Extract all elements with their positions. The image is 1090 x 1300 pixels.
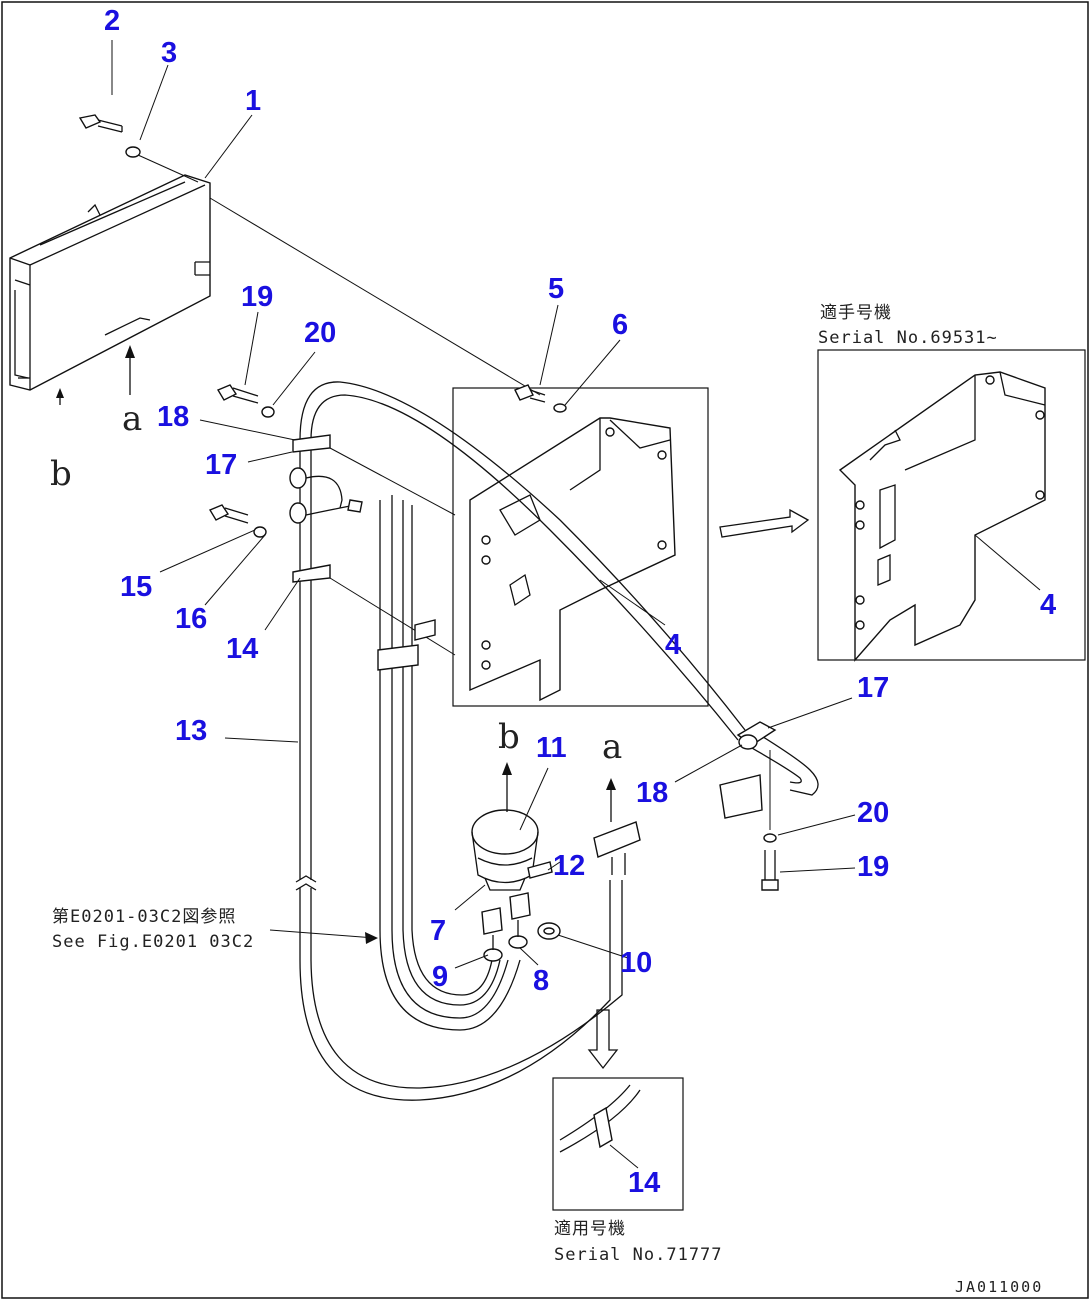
connector-right xyxy=(719,774,763,819)
sensor-assembly-11 xyxy=(471,809,553,891)
callout-5: 5 xyxy=(548,273,564,305)
view-letter-b-top: b xyxy=(50,454,72,494)
callout-3: 3 xyxy=(161,37,177,69)
see-fig-arrowhead xyxy=(365,932,378,944)
washer-3 xyxy=(125,146,141,158)
view-letter-a-top: a xyxy=(122,399,142,439)
callout-11: 11 xyxy=(536,732,567,764)
clamp-14 xyxy=(292,564,456,656)
callout-16: 16 xyxy=(175,603,207,635)
washer-6 xyxy=(553,403,567,413)
bolt-19-upper xyxy=(216,384,259,404)
washer-16 xyxy=(253,526,267,538)
drawing-number: JA011000 xyxy=(955,1278,1043,1296)
connector-neck xyxy=(611,853,626,875)
callout-17-right: 17 xyxy=(857,672,889,704)
callout-4-detail: 4 xyxy=(1040,589,1056,621)
callout-18-upper: 18 xyxy=(157,401,189,433)
callout-4-main: 4 xyxy=(665,629,681,661)
connector-8 xyxy=(508,892,531,949)
callout-15: 15 xyxy=(120,571,152,603)
see-fig-note-jp: 第E0201-03C2図参照 xyxy=(52,907,236,927)
callout-8: 8 xyxy=(533,965,549,997)
callout-10: 10 xyxy=(620,947,652,979)
view-letter-b-mid: b xyxy=(498,717,520,757)
bolt-2 xyxy=(78,114,123,133)
detail-arrow xyxy=(719,508,810,538)
guide-line-box-bracket xyxy=(209,197,541,396)
washer-20-upper xyxy=(261,406,275,418)
callout-20-upper: 20 xyxy=(304,317,336,349)
clamp-17-18-right xyxy=(736,721,777,750)
callout-20-right: 20 xyxy=(857,797,889,829)
controller-box xyxy=(9,174,211,391)
serial-note-top-jp: 適手号機 xyxy=(820,303,892,323)
bolt-5 xyxy=(514,384,546,403)
view-arrow-a-top xyxy=(125,345,135,395)
bracket-detail-view xyxy=(817,349,1086,662)
view-arrow-b-top xyxy=(56,388,64,405)
serial-note-bottom-en: Serial No.71777 xyxy=(554,1245,723,1265)
callout-19-upper: 19 xyxy=(241,281,273,313)
bracket-view-box xyxy=(452,387,709,707)
callout-13: 13 xyxy=(175,715,207,747)
callout-14-main: 14 xyxy=(226,633,258,665)
view-arrow-b-mid xyxy=(502,762,512,812)
callout-leaders xyxy=(111,40,1041,1169)
bolt-19-right xyxy=(761,850,779,891)
clamp-detail-view xyxy=(552,1077,684,1211)
callout-14-detail: 14 xyxy=(628,1167,660,1199)
see-fig-note-en: See Fig.E0201 03C2 xyxy=(52,932,254,952)
nut-10 xyxy=(537,922,561,940)
serial-note-bottom-jp: 適用号機 xyxy=(554,1219,626,1239)
washer-20-right xyxy=(763,833,777,843)
connector-harness-end xyxy=(593,821,641,858)
leader-see-fig xyxy=(269,929,376,939)
callout-17-upper: 17 xyxy=(205,449,237,481)
connector-9 xyxy=(481,907,503,962)
callout-18-right: 18 xyxy=(636,777,668,809)
bolt-15 xyxy=(208,504,249,524)
harness-pair xyxy=(377,495,521,1031)
callout-7: 7 xyxy=(430,915,446,947)
view-arrow-a-mid xyxy=(606,778,616,822)
callout-19-right: 19 xyxy=(857,851,889,883)
callout-1: 1 xyxy=(245,85,261,117)
callout-9: 9 xyxy=(432,961,448,993)
clamp-17-18-upper xyxy=(289,434,456,524)
callout-6: 6 xyxy=(612,309,628,341)
detail-arrow-down xyxy=(587,1009,619,1070)
callout-2: 2 xyxy=(104,5,120,37)
view-letter-a-mid: a xyxy=(602,727,622,767)
leader-bolt-to-box xyxy=(137,154,199,183)
serial-note-top-en: Serial No.69531~ xyxy=(818,328,998,348)
callout-12: 12 xyxy=(553,850,585,882)
harness-upper-arc xyxy=(299,381,819,796)
